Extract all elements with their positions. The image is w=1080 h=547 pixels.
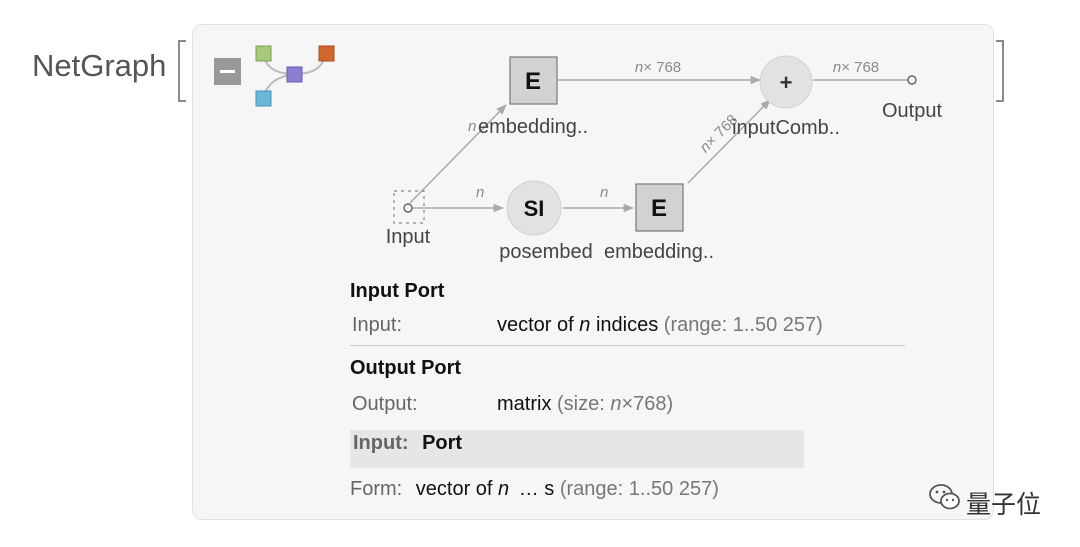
node-combine[interactable]: +: [759, 55, 813, 109]
tooltip-label: Input:: [353, 432, 409, 454]
node-label-embedding-top: embedding..: [478, 116, 588, 138]
node-embedding-bottom[interactable]: E: [635, 183, 684, 232]
form-ellipsis: … s: [518, 478, 555, 500]
edge-label-posembed-to-bottom: n: [600, 184, 608, 201]
graph-tree-icon[interactable]: [248, 40, 340, 110]
output-port-sep: :: [412, 393, 418, 415]
input-port-sep: :: [396, 314, 403, 336]
input-port-value-var: n: [579, 314, 591, 336]
network-graph: n× 768 n× 768 n× 768 n n n E embedding..…: [386, 55, 942, 263]
node-input[interactable]: [393, 190, 425, 224]
node-label-posembed: posembed: [499, 241, 592, 263]
form-value-prefix: vector of: [415, 478, 493, 500]
tooltip-value: Port: [422, 432, 463, 454]
output-port-value-type: matrix: [497, 393, 552, 415]
svg-text:SI: SI: [524, 196, 545, 221]
input-port-value-prefix: vector of: [497, 314, 574, 336]
output-port-value: matrix (size: n×768): [497, 393, 673, 416]
node-output[interactable]: [907, 75, 917, 85]
output-port-row: Output:: [352, 393, 418, 416]
output-port-name: Output: [352, 393, 413, 415]
input-port-range: (range: 1..50 257): [663, 314, 823, 336]
node-label-embedding-bottom: embedding..: [604, 241, 714, 263]
edge-input-to-top: [409, 104, 507, 204]
collapse-button[interactable]: [214, 58, 241, 85]
output-port-size: (size: n×768): [557, 393, 674, 415]
form-value-var: n: [498, 478, 510, 500]
edge-label-input-to-posembed: n: [476, 184, 484, 201]
input-port-value-suffix: indices: [595, 314, 659, 336]
left-bracket: [178, 40, 186, 102]
node-label-combine: inputComb..: [732, 117, 840, 139]
tooltip-row: [350, 430, 804, 468]
form-row: Form: vector of n … s (range: 1..50 257): [350, 478, 719, 501]
netgraph-title: NetGraph: [32, 48, 167, 83]
watermark-text: 量子位: [966, 491, 1042, 519]
node-posembed[interactable]: SI: [506, 180, 562, 236]
edge-label-top-to-combine: n× 768: [635, 59, 681, 76]
form-range: (range: 1..50 257): [559, 478, 719, 500]
edge-label-input-to-top: n: [468, 118, 476, 135]
tooltip-content: Input: Port: [353, 432, 462, 455]
output-port-title: Output Port: [350, 357, 462, 379]
divider: [350, 345, 905, 346]
edge-label-combine-to-output: n× 768: [833, 59, 879, 76]
svg-text:E: E: [651, 195, 667, 222]
input-port-value: vector of n indices (range: 1..50 257): [497, 314, 823, 337]
edge-bottom-to-combine: [687, 99, 771, 184]
svg-text:+: +: [780, 70, 793, 95]
input-port-row: Input:: [352, 314, 402, 337]
node-label-input: Input: [386, 226, 431, 248]
right-bracket: [996, 40, 1004, 102]
svg-text:E: E: [525, 68, 541, 95]
form-label: Form:: [350, 478, 403, 500]
input-port-name: Input: [352, 314, 397, 336]
node-label-output: Output: [882, 100, 942, 122]
wechat-icon: [929, 484, 960, 510]
node-embedding-top[interactable]: E: [509, 56, 558, 105]
input-port-title: Input Port: [350, 280, 445, 302]
